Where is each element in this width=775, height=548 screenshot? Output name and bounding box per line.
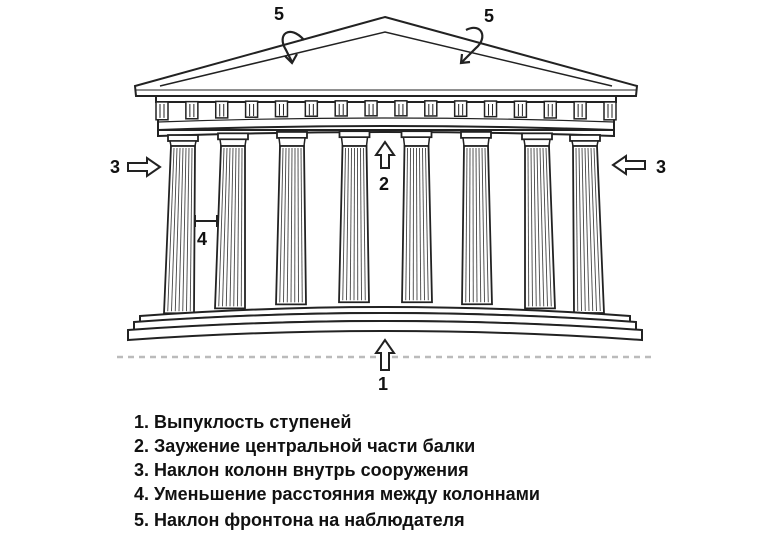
legend-item-2: 2. Заужение центральной части балки <box>134 435 475 457</box>
legend-item-4: 4. Уменьшение расстояния между колоннами <box>134 483 540 505</box>
stylobate-steps <box>128 307 642 340</box>
triglyph <box>305 101 317 116</box>
column <box>215 133 248 308</box>
triglyph <box>455 101 467 116</box>
triglyph <box>604 102 616 120</box>
column <box>461 132 492 304</box>
legend-item-3: 3. Наклон колонн внутрь сооружения <box>134 459 469 481</box>
triglyph <box>514 101 526 117</box>
triglyph <box>186 102 198 119</box>
label-pediment-tilt-left: 5 <box>274 4 284 24</box>
legend-item-5: 5. Наклон фронтона на наблюдателя <box>134 509 465 531</box>
arrow-up-icon <box>376 142 394 168</box>
arrow-left-icon <box>613 156 645 174</box>
column <box>402 131 433 302</box>
column <box>522 133 555 308</box>
triglyph <box>485 101 497 117</box>
label-column-tilt-left: 3 <box>110 157 120 177</box>
triglyph <box>425 101 437 116</box>
label-pediment-tilt-right: 5 <box>484 6 494 26</box>
label-column-tilt-right: 3 <box>656 157 666 177</box>
column <box>164 135 198 313</box>
triglyph <box>544 101 556 118</box>
label-beam-narrowing: 2 <box>379 174 389 194</box>
triglyph <box>395 101 407 116</box>
spacing-marker-icon <box>195 215 217 227</box>
label-step-curvature: 1 <box>378 374 388 394</box>
label-column-spacing: 4 <box>197 229 207 249</box>
triglyph <box>335 101 347 116</box>
legend-item-1: 1. Выпуклость ступеней <box>134 411 351 433</box>
triglyph <box>365 101 377 116</box>
triglyph <box>275 101 287 117</box>
arrow-up-icon <box>376 340 394 370</box>
triglyph <box>574 102 586 119</box>
triglyph <box>216 101 228 118</box>
arrow-right-icon <box>128 158 160 176</box>
triglyph <box>246 101 258 117</box>
column <box>276 132 307 304</box>
triglyph <box>156 102 168 120</box>
pediment <box>135 17 637 96</box>
column <box>570 135 604 313</box>
column <box>339 131 370 302</box>
